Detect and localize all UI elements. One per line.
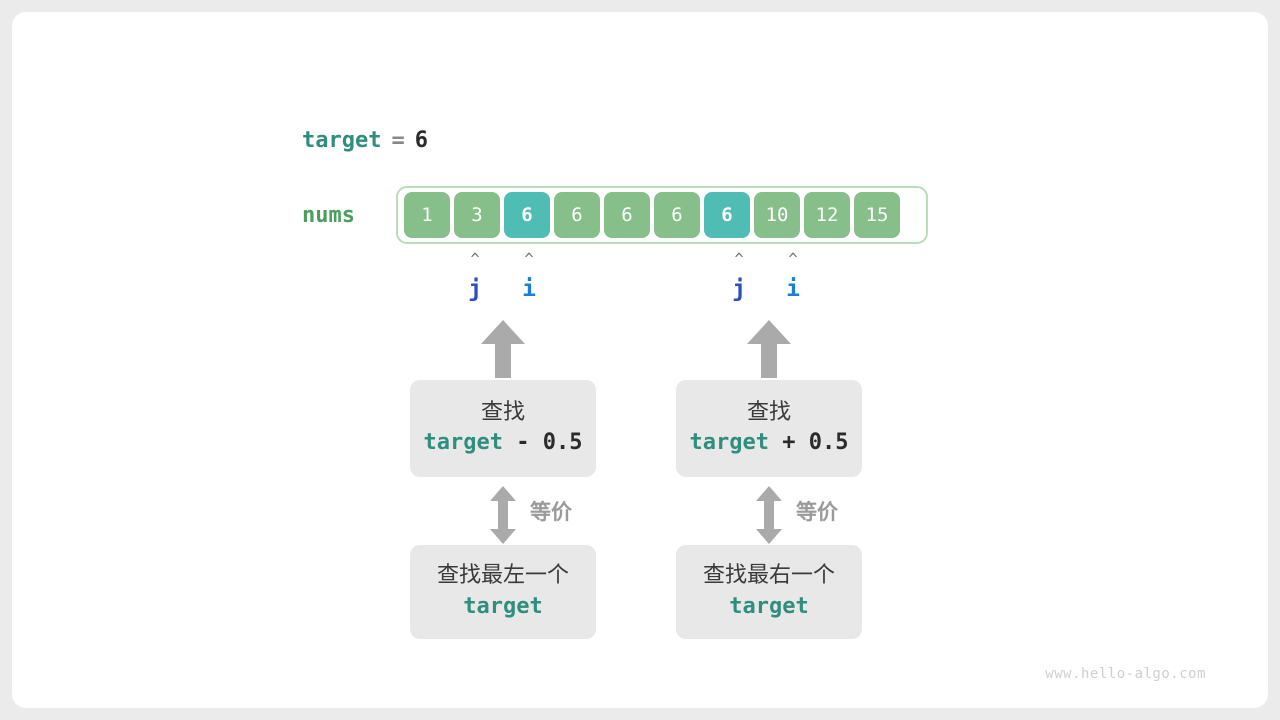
box-expression: target (463, 593, 542, 622)
pointer-label-j-left: j (468, 276, 482, 302)
pointer-label-i-left: i (522, 276, 536, 302)
array-cell: 6 (554, 192, 600, 238)
target-declaration: target = 6 (302, 124, 428, 156)
array-cell-highlighted: 6 (704, 192, 750, 238)
array-cell: 12 (804, 192, 850, 238)
box-expression-variable: target (423, 430, 503, 456)
box-expression-variable: target (463, 593, 543, 619)
box-title: 查找 (480, 399, 525, 425)
arrow-up-down-icon-right (756, 486, 782, 544)
equals-operator: = (391, 127, 405, 153)
target-value: 6 (414, 127, 428, 153)
array-cell: 15 (854, 192, 900, 238)
arrow-up-icon-right (747, 320, 791, 378)
box-expression: target - 0.5 (424, 429, 583, 458)
equivalence-label-right: 等价 (796, 500, 838, 524)
watermark: www.hello-algo.com (1045, 666, 1206, 682)
array-cell: 3 (454, 192, 500, 238)
caret-icon-right-i: ^ (788, 250, 798, 268)
search-rightmost-target-box: 查找最右一个 target (676, 545, 862, 639)
caret-icon-left-j: ^ (470, 250, 480, 268)
nums-array-container: 1 3 6 6 6 6 6 10 12 15 (396, 186, 928, 244)
target-variable-label: target (302, 127, 382, 153)
pointer-label-i-right: i (786, 276, 800, 302)
box-expression-variable: target (689, 430, 769, 456)
box-expression: target + 0.5 (690, 429, 849, 458)
array-cell: 1 (404, 192, 450, 238)
equivalence-label-left: 等价 (530, 500, 572, 524)
arrow-up-icon-left (481, 320, 525, 378)
caret-icon-left-i: ^ (524, 250, 534, 268)
search-target-minus-box: 查找 target - 0.5 (410, 380, 596, 477)
array-cell: 10 (754, 192, 800, 238)
box-expression-offset: + 0.5 (769, 430, 849, 456)
search-target-plus-box: 查找 target + 0.5 (676, 380, 862, 477)
pointer-label-j-right: j (732, 276, 746, 302)
diagram-canvas: target = 6 nums 1 3 6 6 6 6 6 10 12 15 ^… (12, 12, 1268, 708)
box-title: 查找 (746, 399, 791, 425)
search-leftmost-target-box: 查找最左一个 target (410, 545, 596, 639)
nums-array-label: nums (302, 202, 355, 228)
arrow-up-down-icon-left (490, 486, 516, 544)
caret-icon-right-j: ^ (734, 250, 744, 268)
box-title: 查找最左一个 (436, 563, 569, 589)
array-cell: 6 (604, 192, 650, 238)
array-cell: 6 (654, 192, 700, 238)
box-title: 查找最右一个 (702, 563, 835, 589)
box-expression-offset: - 0.5 (503, 430, 583, 456)
box-expression-variable: target (729, 593, 809, 619)
array-cell-highlighted: 6 (504, 192, 550, 238)
box-expression: target (729, 593, 808, 622)
